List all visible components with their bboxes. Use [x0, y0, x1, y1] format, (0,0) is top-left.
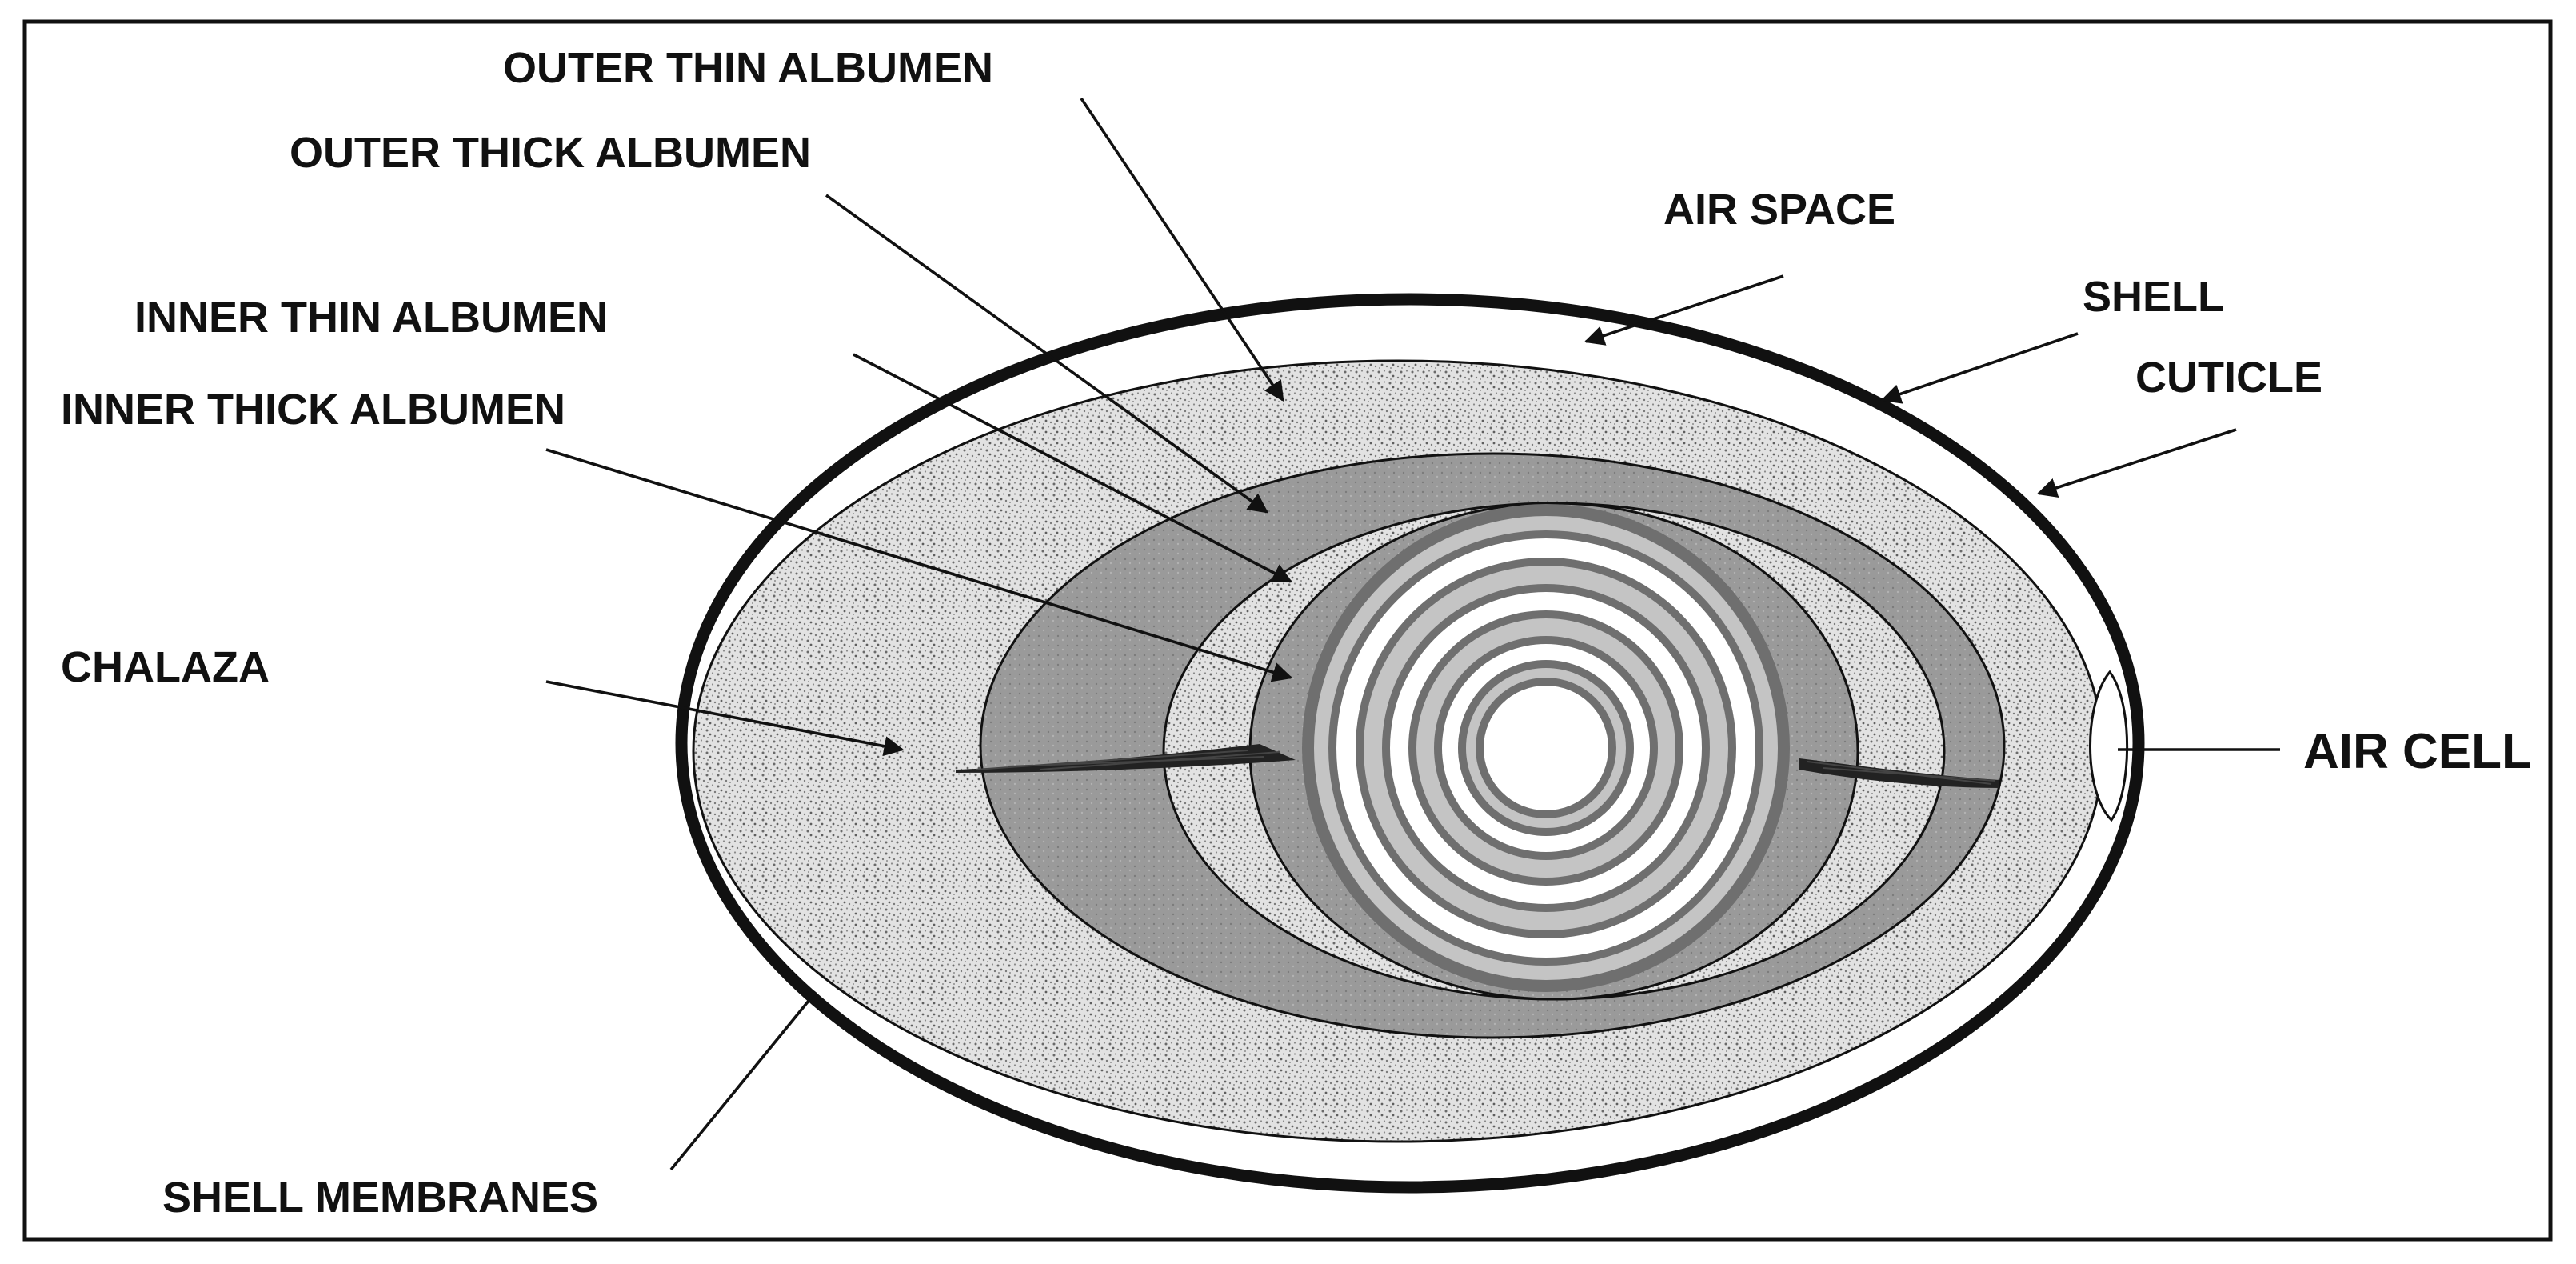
- leader-inner-thin-albumen: [853, 353, 1293, 583]
- label-air-space: AIR SPACE: [1663, 186, 1895, 234]
- leader-shell-membranes: [669, 990, 817, 1171]
- label-shell-membranes: SHELL MEMBRANES: [162, 1174, 598, 1222]
- labels: OUTER THIN ALBUMEN OUTER THICK ALBUMEN I…: [61, 44, 2532, 1222]
- leader-air-space: [1584, 274, 1784, 346]
- label-outer-thin-albumen: OUTER THIN ALBUMEN: [503, 44, 993, 92]
- leader-shell: [1880, 332, 2079, 404]
- leader-inner-thick-albumen: [545, 448, 1293, 682]
- chalaza-right: [1799, 758, 1999, 788]
- leader-cuticle: [2036, 428, 2237, 498]
- label-outer-thick-albumen: OUTER THICK ALBUMEN: [290, 129, 811, 177]
- yolk: [1302, 504, 1790, 992]
- label-shell: SHELL: [2083, 273, 2224, 321]
- air-cell-region: [2089, 670, 2129, 822]
- yolk-center: [1484, 686, 1608, 810]
- leader-lines: [545, 97, 2280, 1171]
- leader-outer-thick-albumen: [825, 194, 1269, 514]
- leader-outer-thin-albumen: [1080, 97, 1284, 402]
- label-cuticle: CUTICLE: [2135, 354, 2322, 402]
- egg-cross-section: [675, 293, 2145, 1194]
- label-inner-thick-albumen: INNER THICK ALBUMEN: [61, 386, 565, 434]
- label-air-cell: AIR CELL: [2303, 724, 2532, 779]
- leader-chalaza: [545, 680, 905, 757]
- chalaza-left: [956, 744, 1296, 773]
- label-chalaza: CHALAZA: [61, 643, 270, 691]
- label-inner-thin-albumen: INNER THIN ALBUMEN: [134, 294, 608, 342]
- figure-frame: [22, 19, 2553, 1242]
